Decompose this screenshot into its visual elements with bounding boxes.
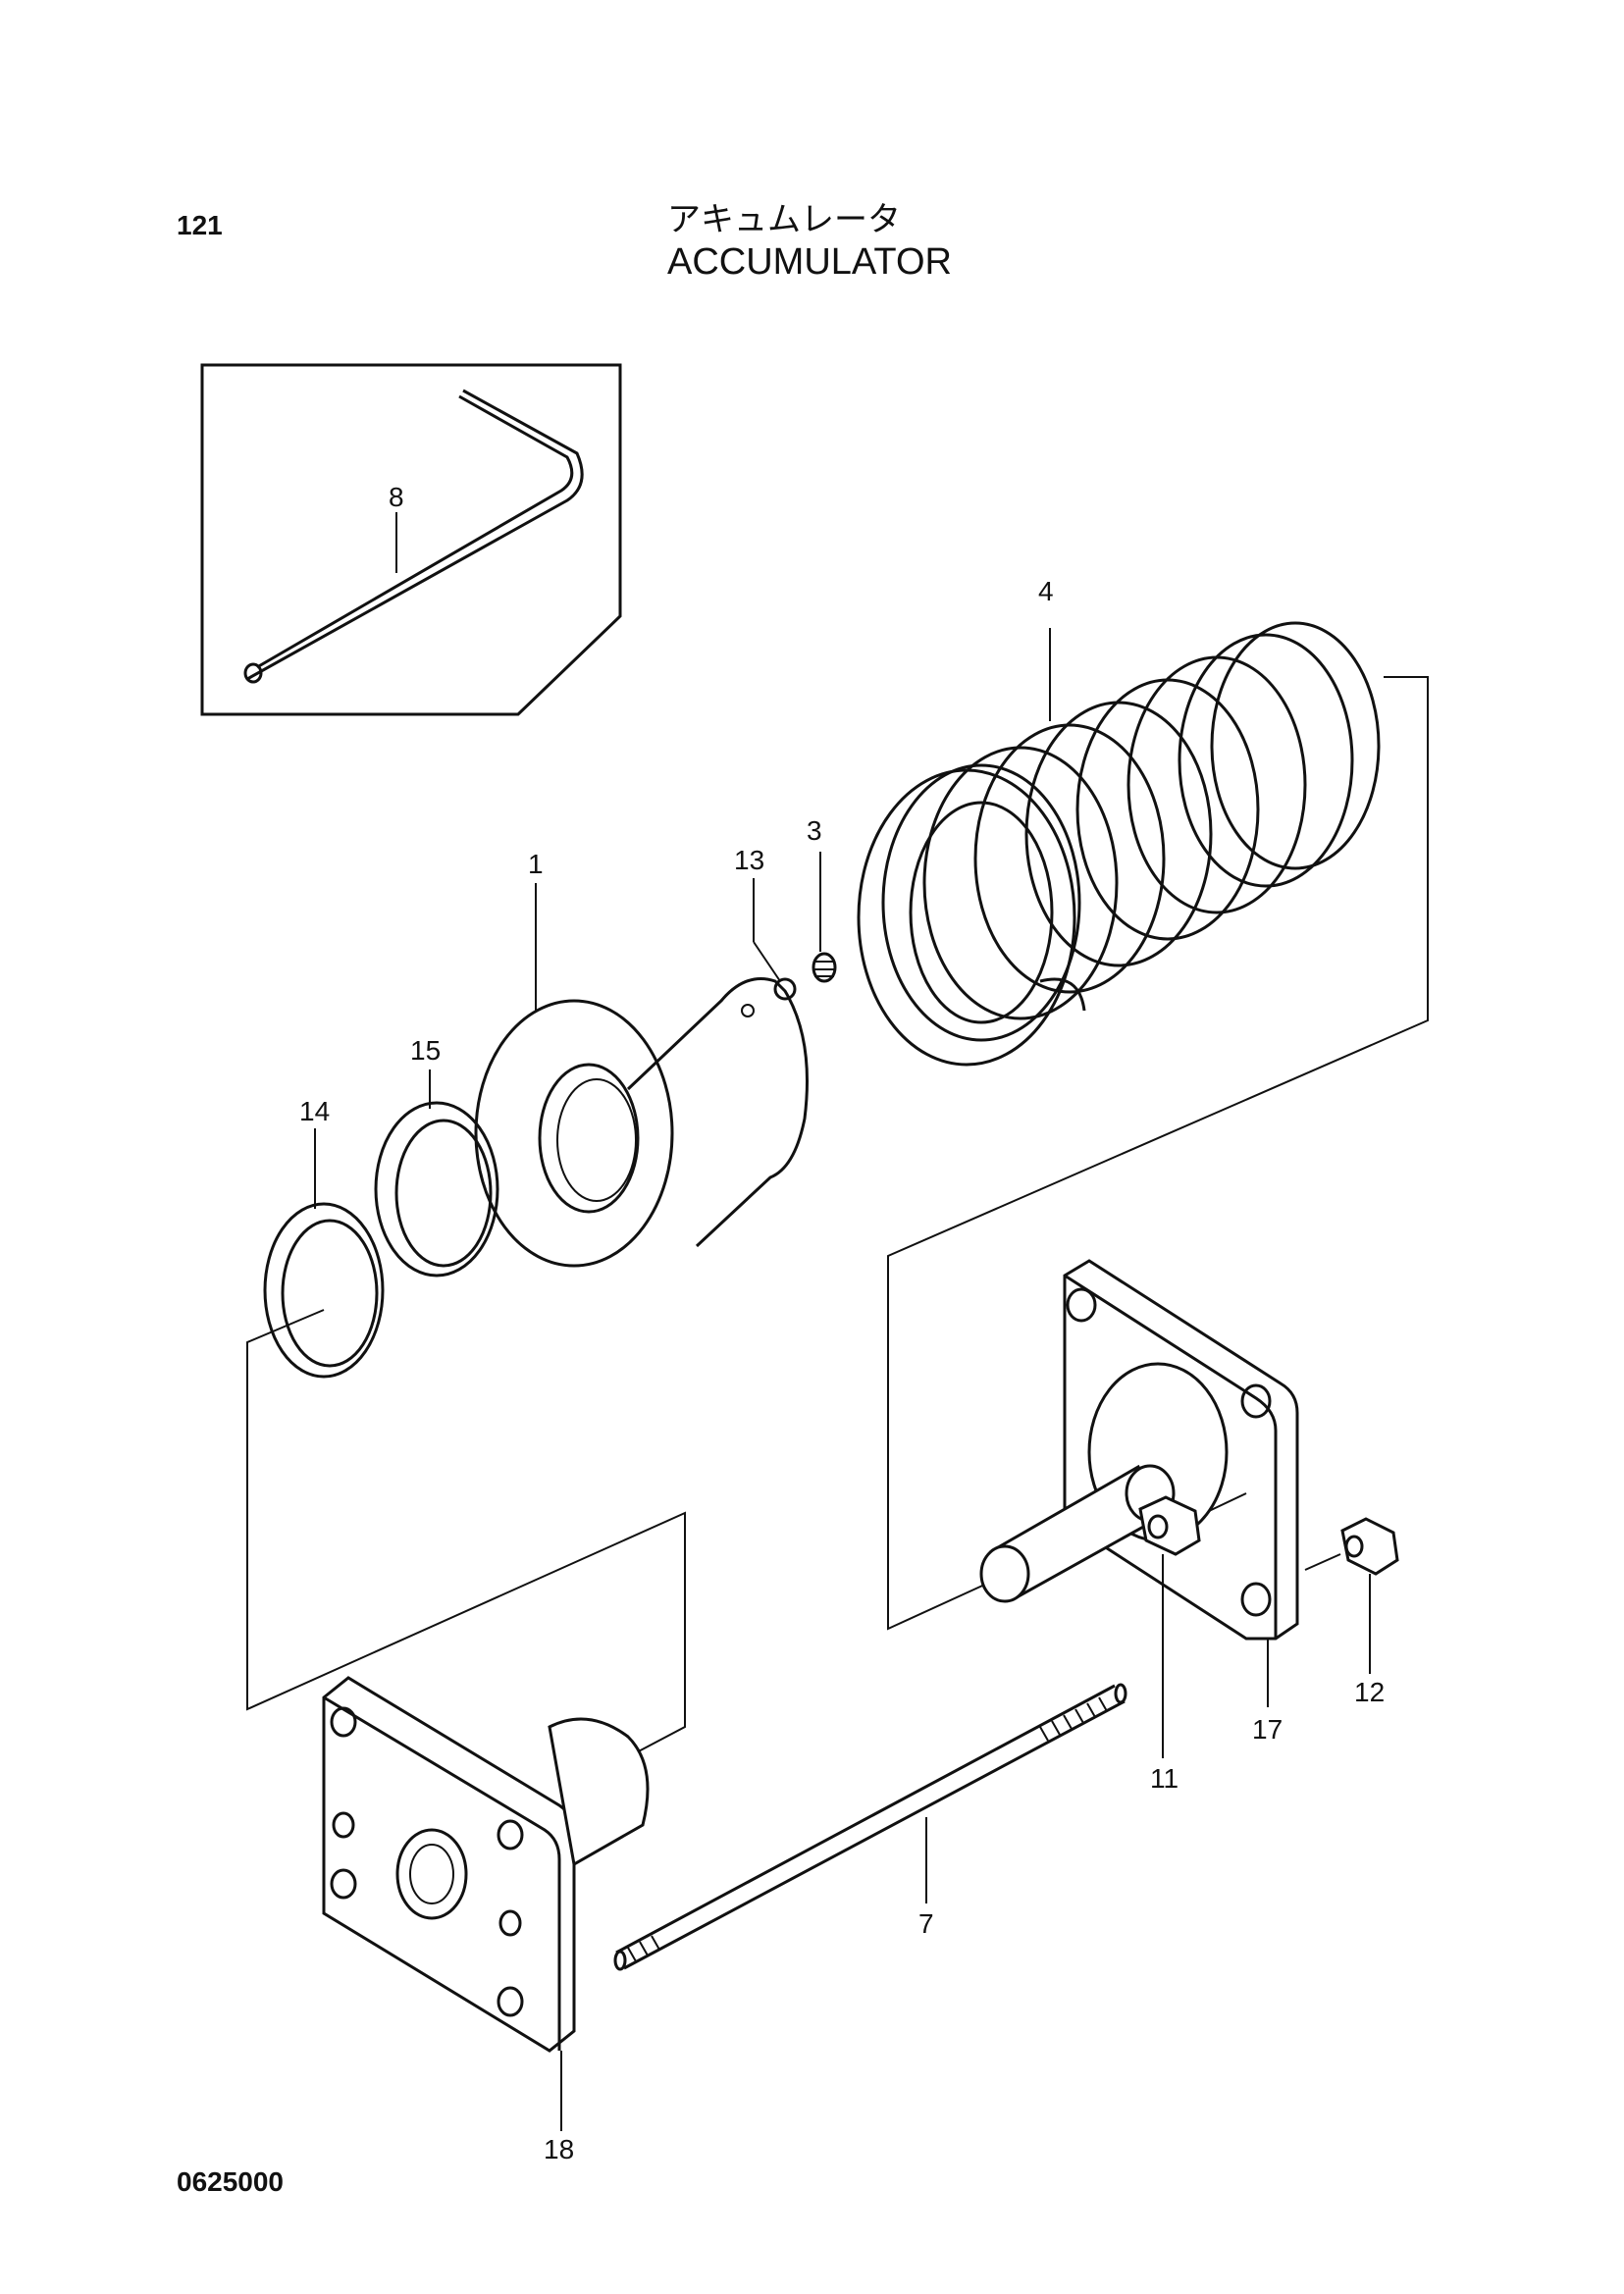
part-17-plate bbox=[979, 1259, 1299, 1707]
part-7-tie-rod bbox=[613, 1683, 1127, 1971]
part-14-seal-ring bbox=[263, 1128, 385, 1379]
callout-18: 18 bbox=[544, 2134, 574, 2164]
callout-13: 13 bbox=[734, 845, 764, 875]
drawing-number: 0625000 bbox=[177, 2166, 285, 2197]
part-8-hex-wrench bbox=[243, 389, 584, 684]
callout-8: 8 bbox=[389, 482, 404, 512]
title-japanese: アキュムレータ bbox=[667, 200, 901, 239]
inset-frame bbox=[200, 363, 622, 716]
callout-15: 15 bbox=[410, 1035, 441, 1066]
callout-7: 7 bbox=[918, 1908, 934, 1939]
piston-plane-outline bbox=[246, 1309, 686, 1755]
page-number: 121 bbox=[177, 210, 223, 240]
callout-1: 1 bbox=[528, 849, 544, 879]
callout-4: 4 bbox=[1038, 576, 1054, 606]
part-12-nut bbox=[1304, 1517, 1399, 1674]
title-english: ACCUMULATOR bbox=[667, 241, 952, 283]
part-3-set-screw bbox=[812, 852, 837, 983]
part-13-ball bbox=[753, 878, 797, 1001]
callout-3: 3 bbox=[807, 815, 822, 846]
part-1-cylinder bbox=[474, 883, 809, 1268]
part-15-seal-ring bbox=[374, 1069, 499, 1277]
callout-17: 17 bbox=[1252, 1714, 1283, 1745]
spring-plane-outline bbox=[887, 676, 1429, 1631]
callout-14: 14 bbox=[299, 1096, 330, 1126]
part-4-spring bbox=[857, 621, 1381, 1067]
part-11-nut bbox=[1138, 1492, 1247, 1758]
callout-12: 12 bbox=[1354, 1677, 1385, 1707]
callout-11: 11 bbox=[1150, 1763, 1179, 1794]
part-18-base-plate bbox=[322, 1676, 650, 2131]
